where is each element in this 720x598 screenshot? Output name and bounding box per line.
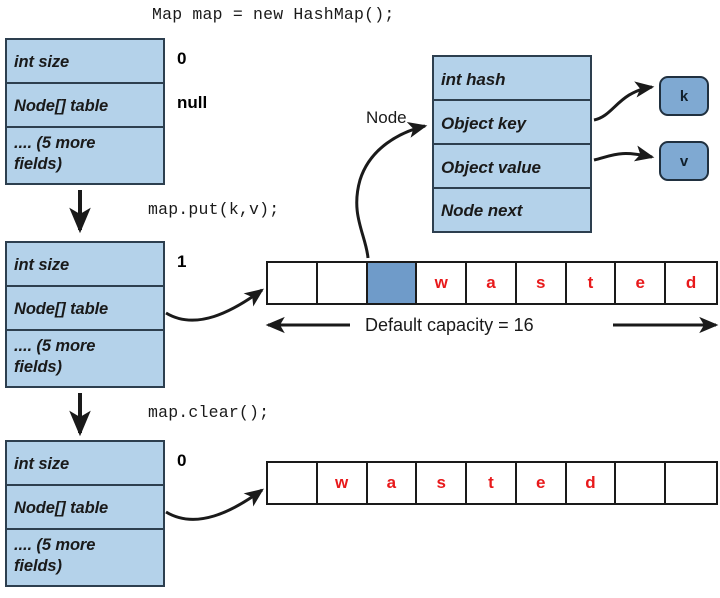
bucket-after-put-cell-8-label: d (685, 273, 697, 292)
code-label-clear: map.clear(); (148, 403, 270, 422)
bucket-after-put-cell-4-label: a (486, 273, 496, 292)
bucket-after-put-cell-5-label: s (535, 273, 546, 292)
bucket-after-put-cell-3: w (417, 263, 468, 303)
code-label-constructor: Map map = new HashMap(); (152, 5, 395, 24)
bucket-after-clear-cell-8 (666, 463, 716, 503)
table-ref-arrow-clear (165, 488, 264, 521)
value-size-initial: 0 (177, 49, 187, 68)
key-object-label: k (679, 87, 689, 105)
field-int-size: int size (7, 243, 163, 287)
bucket-after-clear-cell-3-label: s (436, 473, 446, 492)
node-field-next: Node next (441, 201, 523, 220)
field-more-line-1: .... (5 more (14, 134, 96, 152)
bucket-after-put-cell-5: s (516, 263, 567, 303)
bucket-after-clear-cell-2-label: a (386, 473, 397, 492)
field-more-fields: .... (5 more fields) (7, 331, 163, 390)
node-label: Node (366, 108, 407, 127)
bucket-after-put-cell-1 (317, 263, 368, 303)
field-more-line-2: fields) (14, 557, 62, 575)
bucket-after-put-cell-2 (367, 263, 418, 303)
bucket-after-put-cell-4: a (467, 263, 517, 303)
bucket-after-clear-cell-4-label: t (488, 473, 494, 492)
bucket-after-clear-cell-2: a (367, 463, 418, 503)
bucket-after-clear-cell-0 (268, 463, 318, 503)
node-field-key: Object key (434, 101, 590, 145)
bucket-after-put-cell-3-label: w (434, 273, 448, 292)
capacity-label: Default capacity = 16 (365, 315, 534, 335)
bucket-after-clear-cell-4: t (467, 463, 517, 503)
hashmap-struct-after-clear: int size Node[] table .... (5 more field… (5, 440, 165, 587)
code-label-put: map.put(k,v); (148, 200, 280, 219)
bucket-after-put-cell-7: e (616, 263, 667, 303)
value-size-after-clear: 0 (177, 451, 187, 470)
hashmap-struct-initial: int size Node[] table .... (5 more field… (5, 38, 165, 185)
node-struct: int hash Object key Object value Node ne… (432, 55, 592, 233)
bucket-after-put-cell-6: t (566, 263, 617, 303)
bucket-after-put-cell-0 (268, 263, 318, 303)
bucket-after-clear-cell-5: e (516, 463, 567, 503)
bucket-to-node-arrow (355, 122, 428, 259)
field-node-table: Node[] table (7, 84, 163, 128)
value-ref-arrow (593, 145, 655, 162)
field-more-fields: .... (5 more fields) (7, 128, 163, 187)
value-table-initial: null (177, 93, 208, 112)
field-more-line-2: fields) (14, 155, 62, 173)
bucket-after-clear-cell-3: s (417, 463, 468, 503)
bucket-after-put-cell-8: d (666, 263, 716, 303)
bucket-after-clear-cell-5-label: e (535, 473, 546, 492)
bucket-after-clear-cell-6-label: d (585, 473, 596, 492)
bucket-after-put-cell-6-label: t (587, 273, 594, 292)
field-more-fields: .... (5 more fields) (7, 530, 163, 589)
bucket-after-put-cell-7-label: e (635, 273, 645, 292)
field-int-size: int size (7, 442, 163, 486)
table-ref-arrow-put (165, 288, 264, 322)
field-more-line-1: .... (5 more (14, 337, 96, 355)
bucket-after-clear-cell-7 (616, 463, 667, 503)
field-more-line-1: .... (5 more (14, 536, 96, 554)
hashmap-struct-after-put: int size Node[] table .... (5 more field… (5, 241, 165, 388)
value-object-label: v (679, 152, 689, 170)
node-field-value: Object value (434, 145, 590, 189)
node-field-hash: int hash (434, 57, 590, 101)
field-int-size: int size (7, 40, 163, 84)
bucket-after-clear-cell-6: d (566, 463, 617, 503)
key-ref-arrow (593, 81, 655, 122)
bucket-after-clear-cell-1-label: w (335, 473, 349, 492)
bucket-after-clear-cell-1: w (317, 463, 368, 503)
value-size-after-put: 1 (177, 252, 187, 271)
field-more-line-2: fields) (14, 358, 62, 376)
value-object-blob: v (659, 141, 709, 181)
field-node-table: Node[] table (7, 287, 163, 331)
field-node-table: Node[] table (7, 486, 163, 530)
key-object-blob: k (659, 76, 709, 116)
